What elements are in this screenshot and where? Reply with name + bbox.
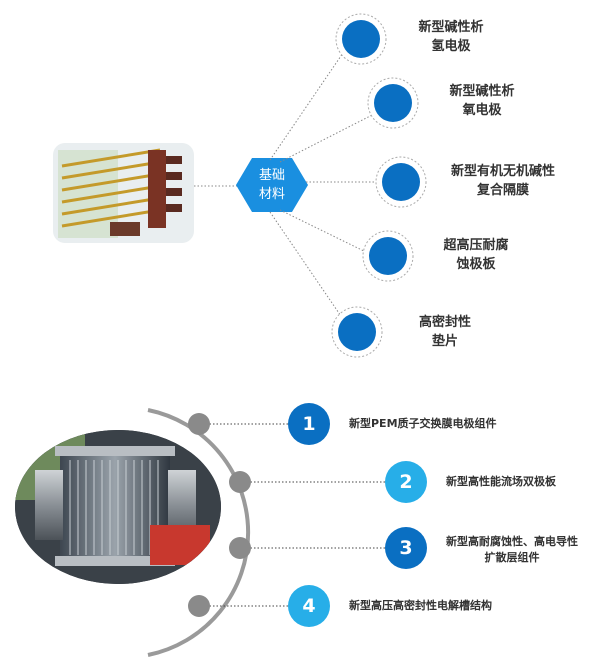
top-item-5-label: 高密封性 垫片 [418,315,471,349]
arc-dot-4 [188,595,210,617]
top-item-3-label: 新型有机无机碱性 复合隔膜 [450,164,555,198]
number-circle-4 [288,585,330,627]
bottom-item-2-label: 新型高性能流场双极板 [446,475,556,488]
top-connectors [269,49,382,323]
top-node-3 [375,156,427,208]
bottom-item-3-label: 新型高耐腐蚀性、高电导性 扩散层组件 [446,535,578,564]
number-circle-1 [288,403,330,445]
number-label-4: 4 [302,595,316,617]
number-label-3: 3 [399,537,413,559]
number-circle-2 [385,461,427,503]
electrolyzer-photo [53,143,194,243]
hub-label-line-1: 基础 [258,168,285,183]
number-label-1: 1 [302,413,316,435]
bottom-connectors [199,423,386,607]
hub-label: 基础 材料 [236,158,308,212]
top-node-1 [335,13,387,65]
arc-dot-2 [229,471,251,493]
base-materials-hexagon [236,158,308,212]
bottom-item-1-label: 新型PEM质子交换膜电极组件 [349,417,497,430]
top-item-1-label: 新型碱性析 氢电极 [418,20,484,54]
arc-dot-3 [229,537,251,559]
number-circle-3 [385,527,427,569]
top-node-4 [362,230,414,282]
number-label-2: 2 [399,471,413,493]
arc-dot-1 [188,413,210,435]
hub-label-line-2: 材料 [258,187,285,202]
top-node-2 [367,77,419,129]
pem-stack-photo [15,430,221,584]
bottom-item-4-label: 新型高压高密封性电解槽结构 [349,599,492,612]
top-node-5 [331,306,383,358]
top-item-4-label: 超高压耐腐 蚀极板 [443,238,509,272]
top-item-2-label: 新型碱性析 氧电极 [449,84,515,118]
